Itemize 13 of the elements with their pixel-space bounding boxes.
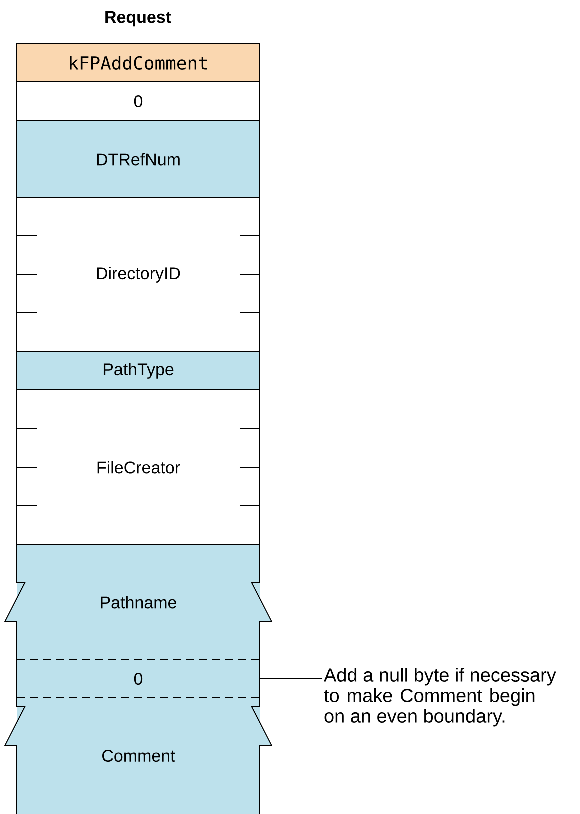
node-label: 0: [134, 672, 143, 686]
note-text: Add a null byte if necessary to make Comment begin on an even boundary.: [324, 668, 556, 727]
field-box: FileCreator: [16, 390, 260, 546]
node-label: Comment: [102, 750, 176, 762]
field-box: 0: [16, 82, 260, 122]
leader-line: [260, 678, 322, 680]
field-box: DirectoryID: [16, 198, 260, 352]
command-field: kFPAddComment: [16, 44, 260, 82]
field-box: DTRefNum: [16, 120, 260, 198]
node-label: Pathname: [101, 596, 176, 609]
title: Request: [106, 11, 172, 27]
pad-byte-field: 0: [17, 660, 260, 698]
field-box: PathType: [16, 352, 260, 390]
